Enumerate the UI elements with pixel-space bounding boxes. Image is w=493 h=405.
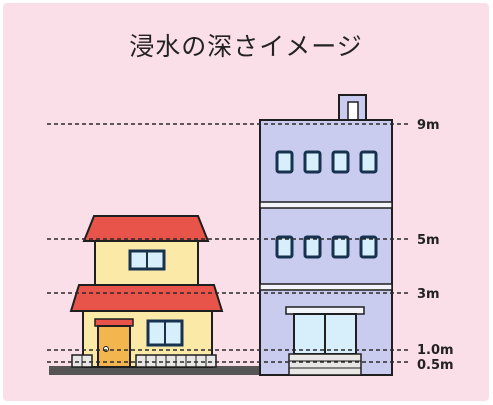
- diagram-title: 浸水の深さイメージ: [129, 32, 363, 61]
- building-entrance-canopy: [285, 306, 365, 315]
- depth-label-9m: 9m: [417, 118, 440, 133]
- house-upper-roof: [82, 215, 210, 242]
- house: [69, 215, 224, 368]
- house-lower-roof: [69, 284, 224, 312]
- building: [259, 94, 393, 376]
- flood-depth-diagram: 9m 5m 3m 1.0m0.5m: [47, 94, 454, 376]
- building-windows-upper: [275, 150, 378, 174]
- diagram-frame: 浸水の深さイメージ: [3, 3, 489, 401]
- building-windows-middle: [275, 235, 378, 259]
- depth-label-3m: 3m: [417, 287, 440, 302]
- house-door: [97, 325, 131, 368]
- building-steps: [288, 353, 362, 376]
- ground: [49, 366, 387, 375]
- depth-label-5m: 5m: [417, 233, 440, 248]
- depth-label-1m: 1.0m: [417, 343, 454, 358]
- house-door-frame: [94, 318, 134, 327]
- depth-label-0-5m: 0.5m: [417, 358, 454, 373]
- depth-level-lines: 9m 5m 3m 1.0m0.5m: [47, 118, 454, 373]
